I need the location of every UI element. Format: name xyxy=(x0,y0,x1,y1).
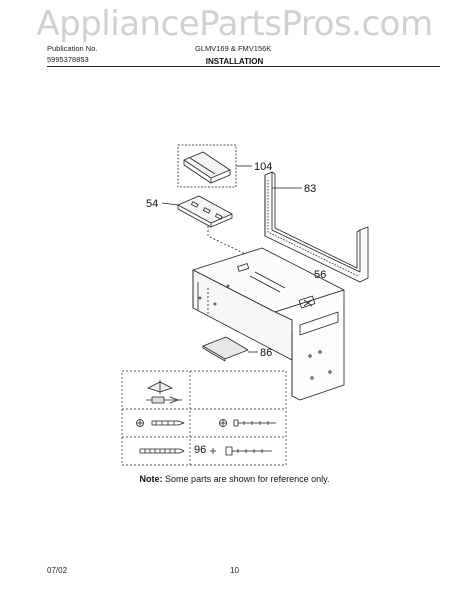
callout-104: 104 xyxy=(254,161,272,173)
page-number: 10 xyxy=(230,566,239,575)
reference-note: Note: Some parts are shown for reference… xyxy=(0,474,469,484)
publication-number: 5995378853 xyxy=(47,55,89,64)
part-83-frame xyxy=(264,171,369,283)
hardware-items xyxy=(136,380,276,456)
callout-54: 54 xyxy=(146,198,158,210)
model-numbers: GLMV169 & FMV156K xyxy=(195,44,272,53)
publication-label: Publication No. xyxy=(47,44,98,53)
part-104-box xyxy=(177,144,252,188)
callout-56: 56 xyxy=(314,269,326,281)
footer-date: 07/02 xyxy=(47,566,68,575)
callout-96: 96 xyxy=(194,444,206,456)
header-rule xyxy=(47,66,440,67)
callout-83: 83 xyxy=(304,183,316,195)
part-54-plate xyxy=(161,195,263,263)
note-text: Some parts are shown for reference only. xyxy=(165,474,330,484)
cabinet-housing xyxy=(192,247,345,401)
callout-86: 86 xyxy=(260,347,272,359)
hardware-kit-grid xyxy=(121,370,287,466)
section-title: INSTALLATION xyxy=(205,57,264,66)
note-label: Note: xyxy=(139,474,163,484)
part-86-template xyxy=(202,336,258,362)
